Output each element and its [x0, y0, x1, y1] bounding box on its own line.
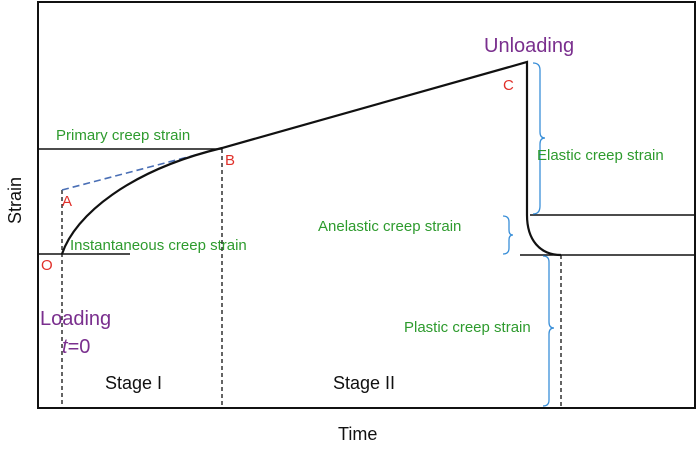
anelastic-bracket	[502, 215, 514, 255]
stage-2-label: Stage II	[333, 373, 395, 393]
point-a-label: A	[62, 193, 72, 210]
elastic-creep-label: Elastic creep strain	[537, 147, 664, 164]
plastic-bracket	[542, 255, 555, 407]
x-axis-label: Time	[338, 424, 377, 444]
instantaneous-creep-label: Instantaneous creep strain	[70, 237, 247, 254]
time-symbol: t	[62, 336, 69, 358]
loading-label: Loading	[40, 308, 111, 330]
plastic-creep-label: Plastic creep strain	[404, 319, 531, 336]
time-value: =0	[68, 336, 91, 358]
strain-curve	[60, 60, 562, 257]
stage-1-label: Stage I	[105, 373, 162, 393]
point-o-label: O	[41, 257, 53, 274]
plot-frame	[37, 1, 696, 409]
point-b-label: B	[225, 152, 235, 169]
anelastic-creep-label: Anelastic creep strain	[318, 218, 461, 235]
unloading-label: Unloading	[484, 35, 574, 57]
elastic-bracket	[532, 62, 546, 215]
primary-creep-label: Primary creep strain	[56, 127, 190, 144]
point-c-label: C	[503, 77, 514, 94]
y-axis-label: Strain	[5, 177, 25, 224]
time-zero-label: t=0	[62, 336, 90, 358]
